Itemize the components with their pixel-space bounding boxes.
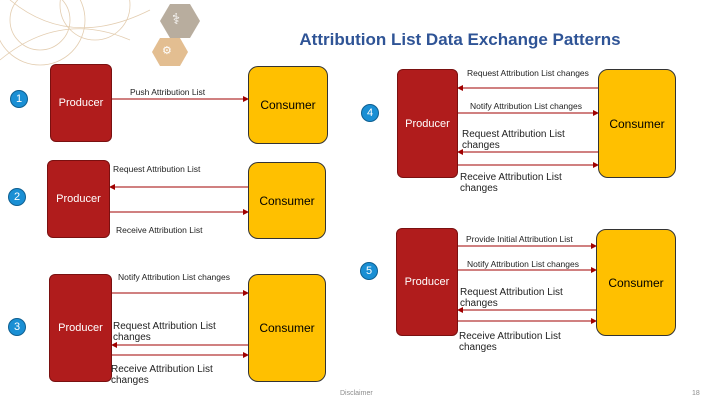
message-label: Request Attribution List changes [113, 321, 216, 343]
consumer-box: Consumer [596, 229, 676, 336]
consumer-box: Consumer [598, 69, 676, 178]
decorative-corner-art [0, 0, 200, 66]
page-title: Attribution List Data Exchange Patterns [299, 30, 621, 49]
producer-box: Producer [49, 274, 112, 382]
stethoscope-icon: ⚕ [172, 11, 181, 28]
pattern-number-badge: 3 [8, 318, 26, 336]
producer-box: Producer [396, 228, 458, 336]
message-label: Request Attribution List changes [460, 287, 563, 309]
consumer-box: Consumer [248, 66, 328, 144]
message-label: Receive Attribution List changes [460, 172, 562, 194]
message-label: Request Attribution List changes [462, 129, 565, 151]
message-label: Provide Initial Attribution List [466, 234, 573, 244]
pattern-number-badge: 4 [361, 104, 379, 122]
producer-box: Producer [397, 69, 458, 178]
message-label: Request Attribution List [113, 164, 201, 174]
message-label: Receive Attribution List changes [459, 331, 561, 353]
message-label: Request Attribution List changes [467, 68, 589, 78]
producer-box: Producer [50, 64, 112, 142]
message-label: Notify Attribution List changes [470, 101, 582, 111]
message-label: Notify Attribution List changes [118, 272, 230, 282]
page-number: 18 [692, 390, 700, 397]
pattern-number-badge: 5 [360, 262, 378, 280]
pattern-number-badge: 1 [10, 90, 28, 108]
consumer-box: Consumer [248, 274, 326, 382]
message-label: Push Attribution List [130, 87, 206, 97]
producer-box: Producer [47, 160, 110, 238]
footer-disclaimer[interactable]: Disclaimer [340, 390, 373, 397]
pattern-number-badge: 2 [8, 188, 26, 206]
message-label: Receive Attribution List [116, 225, 203, 235]
message-label: Notify Attribution List changes [467, 259, 579, 269]
consumer-box: Consumer [248, 162, 326, 239]
gear-icon: ⚙ [162, 45, 172, 57]
message-label: Receive Attribution List changes [111, 364, 213, 386]
